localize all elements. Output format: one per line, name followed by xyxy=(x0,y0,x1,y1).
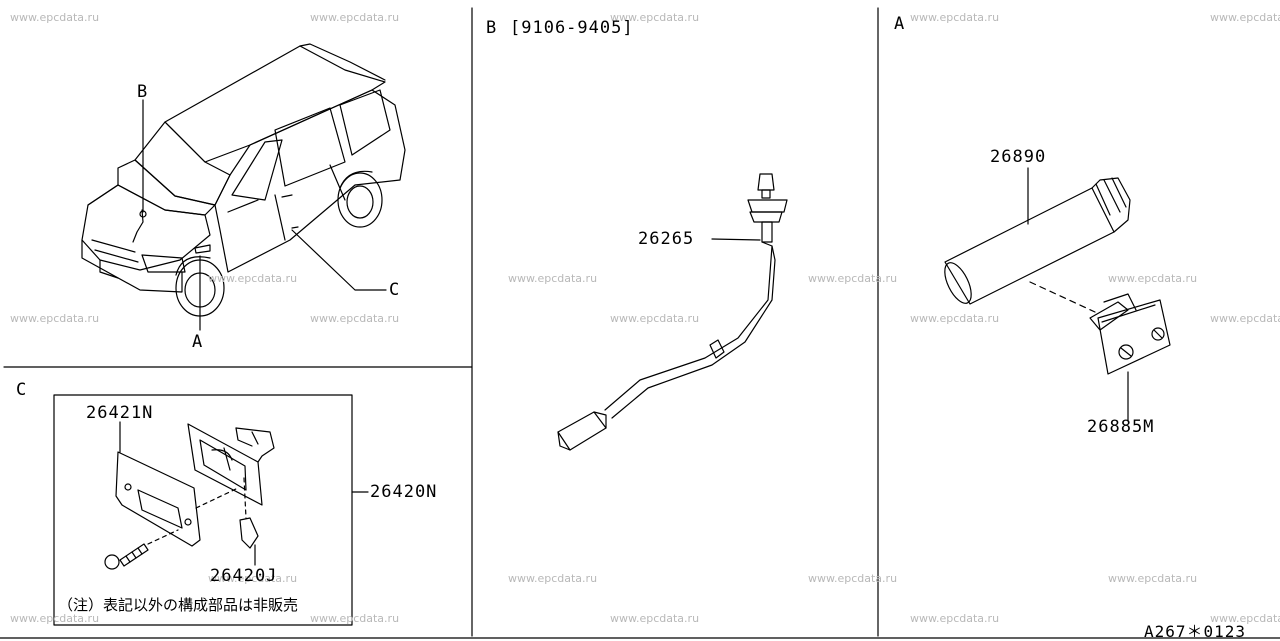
oxygen-sensor-26265 xyxy=(557,173,788,451)
watermark: www.epcdata.ru xyxy=(1210,312,1280,325)
watermark: www.epcdata.ru xyxy=(1108,272,1198,285)
watermark: www.epcdata.ru xyxy=(208,572,298,585)
vehicle-callout-c: C xyxy=(389,280,401,300)
section-b-label: B xyxy=(486,18,498,38)
watermark: www.epcdata.ru xyxy=(610,11,700,24)
watermark: www.epcdata.ru xyxy=(508,572,598,585)
watermark: www.epcdata.ru xyxy=(610,612,700,625)
license-lamp-assembly xyxy=(104,421,369,570)
watermark: www.epcdata.ru xyxy=(1210,612,1280,625)
watermark: www.epcdata.ru xyxy=(310,612,400,625)
lamp-holder-26885m xyxy=(1029,281,1171,421)
part-number-26420n: 26420N xyxy=(370,482,438,502)
watermark: www.epcdata.ru xyxy=(310,11,400,24)
watermark: www.epcdata.ru xyxy=(1210,11,1280,24)
page-code: A267＊0123 xyxy=(1144,622,1247,641)
watermark: www.epcdata.ru xyxy=(10,612,100,625)
vehicle-callout-b: B xyxy=(137,82,149,102)
watermark: www.epcdata.ru xyxy=(508,272,598,285)
watermark: www.epcdata.ru xyxy=(808,272,898,285)
watermark: www.epcdata.ru xyxy=(808,572,898,585)
watermark: www.epcdata.ru xyxy=(310,312,400,325)
section-b-date-range: [9106-9405] xyxy=(510,18,634,38)
watermark: www.epcdata.ru xyxy=(10,11,100,24)
lamp-tool-26890 xyxy=(944,167,1131,305)
part-number-26420j: 26420J xyxy=(210,566,278,586)
panel-c-frame xyxy=(53,394,353,626)
part-number-26890: 26890 xyxy=(990,147,1047,167)
watermark: www.epcdata.ru xyxy=(610,312,700,325)
part-number-26421n: 26421N xyxy=(86,403,154,423)
vehicle-callout-a: A xyxy=(192,332,204,352)
part-number-26265: 26265 xyxy=(638,229,695,249)
watermark: www.epcdata.ru xyxy=(910,612,1000,625)
part-number-26885m: 26885M xyxy=(1087,417,1155,437)
watermark: www.epcdata.ru xyxy=(910,312,1000,325)
section-c-label: C xyxy=(16,380,28,400)
watermark: www.epcdata.ru xyxy=(1108,572,1198,585)
section-a-label: A xyxy=(894,14,906,34)
watermark: www.epcdata.ru xyxy=(208,272,298,285)
vehicle-illustration xyxy=(81,43,406,331)
panel-dividers xyxy=(0,7,1280,639)
note-non-sale: （注）表記以外の構成部品は非販売 xyxy=(58,596,299,614)
watermark: www.epcdata.ru xyxy=(910,11,1000,24)
watermark: www.epcdata.ru xyxy=(10,312,100,325)
